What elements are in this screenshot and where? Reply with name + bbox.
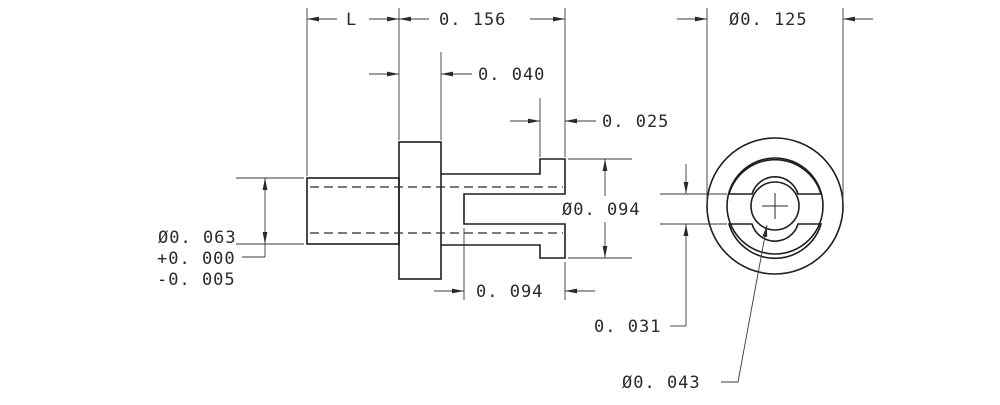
hole-circle: [750, 181, 800, 231]
shank-outline: [306, 177, 400, 245]
side-view: [306, 141, 566, 280]
dimension-labels: L 0. 156 0. 040 0. 025 Ø0. 094 0. 094 Ø0…: [157, 10, 808, 393]
dim-tolerance-minus: -0. 005: [157, 270, 236, 290]
dim-tip-length: 0. 025: [602, 112, 669, 132]
outer-circle: [706, 137, 844, 275]
dim-tolerance-plus: +0. 000: [157, 249, 236, 269]
dim-overall-length: 0. 156: [439, 10, 506, 30]
dim-shank-diameter: Ø0. 063: [158, 228, 237, 248]
upper-prong-face: [727, 158, 823, 195]
end-view: [706, 137, 844, 275]
flange-outline: [398, 141, 442, 280]
dim-slot-diameter: Ø0. 094: [562, 200, 641, 220]
dim-slot-length: 0. 094: [476, 282, 543, 302]
dimension-arrows: [242, 16, 873, 383]
slotted-prongs-outline: [441, 158, 566, 259]
dim-flange-width: 0. 040: [478, 65, 545, 85]
dim-hole-diameter: Ø0. 043: [622, 373, 701, 393]
lower-prong-face: [727, 223, 823, 260]
dim-length-label: L: [346, 10, 357, 30]
flange-circle: [726, 157, 824, 255]
dim-slot-width: 0. 031: [594, 317, 661, 337]
extension-lines: [236, 8, 844, 300]
dim-outer-diameter: Ø0. 125: [729, 10, 808, 30]
